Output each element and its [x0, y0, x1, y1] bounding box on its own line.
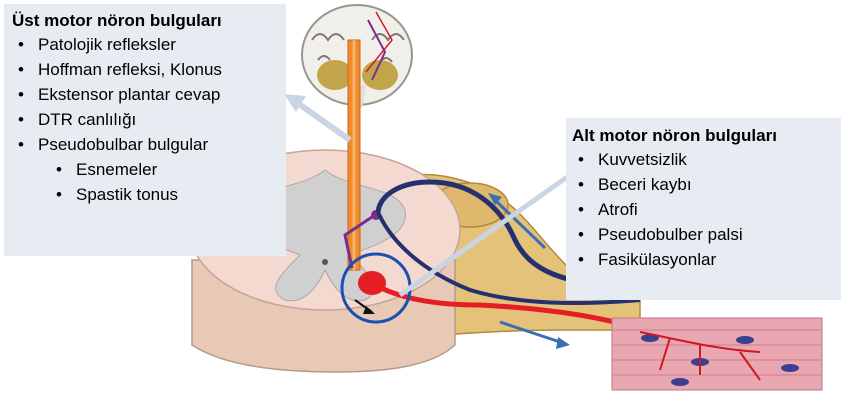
lower-box-title: Alt motor nöron bulguları — [572, 125, 841, 147]
upper-motor-neuron-box: Üst motor nöron bulguları Patolojik refl… — [4, 4, 286, 256]
list-item: Patolojik refleksler — [12, 32, 286, 57]
list-item: DTR canlılığı — [12, 107, 286, 132]
list-item: Kuvvetsizlik — [572, 147, 841, 172]
lower-motor-neuron-box: Alt motor nöron bulguları Kuvvetsizlik B… — [566, 118, 841, 300]
lower-findings-list: Kuvvetsizlik Beceri kaybı Atrofi Pseudob… — [572, 147, 841, 272]
list-item: Atrofi — [572, 197, 841, 222]
upper-box-title: Üst motor nöron bulguları — [12, 10, 286, 32]
list-item: Hoffman refleksi, Klonus — [12, 57, 286, 82]
muscle-fibers — [612, 318, 822, 390]
list-item: Ekstensor plantar cevap — [12, 82, 286, 107]
upper-findings-list: Patolojik refleksler Hoffman refleksi, K… — [12, 32, 286, 207]
list-item: Pseudobulbar bulgular — [12, 132, 286, 157]
list-item: Fasikülasyonlar — [572, 247, 841, 272]
sub-list-item: Esnemeler — [12, 157, 286, 182]
list-item: Beceri kaybı — [572, 172, 841, 197]
list-item: Pseudobulber palsi — [572, 222, 841, 247]
sub-list-item: Spastik tonus — [12, 182, 286, 207]
